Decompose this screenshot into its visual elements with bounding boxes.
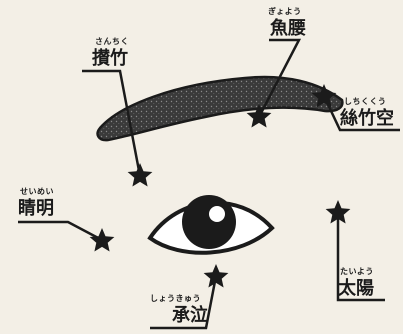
point-name-seimei: 睛明	[18, 198, 54, 219]
eye-icon	[147, 195, 275, 255]
leader-line-gyoyou	[257, 38, 302, 118]
point-name-santiku: 攅竹	[92, 48, 128, 69]
leader-line-taiyou	[336, 212, 385, 302]
leader-line-shoukyuu	[150, 275, 218, 330]
point-name-taiyou: 太陽	[338, 278, 374, 299]
star-markers	[89, 84, 351, 288]
point-reading-santiku: さんちく	[95, 37, 129, 46]
leader-line-seimei	[18, 220, 103, 242]
star-icon	[203, 264, 229, 288]
star-icon	[127, 163, 153, 187]
star-icon	[325, 200, 351, 224]
point-name-gyoyou: 魚腰	[270, 18, 306, 39]
star-icon	[89, 228, 115, 252]
point-reading-gyoyou: ぎょよう	[268, 7, 302, 16]
point-reading-shoukyuu: しょうきゅう	[150, 294, 201, 303]
point-name-shichikukuu: 絲竹空	[340, 108, 394, 129]
eyebrow-icon	[96, 75, 344, 142]
point-reading-taiyou: たいよう	[340, 267, 374, 276]
leader-line-santiku	[82, 69, 142, 177]
point-reading-shichikukuu: しちくくう	[344, 97, 387, 106]
leader-line-shichikukuu	[322, 95, 400, 132]
star-icon	[311, 84, 337, 108]
leader-lines	[18, 38, 400, 330]
point-reading-seimei: せいめい	[20, 187, 54, 196]
point-name-shoukyuu: 承泣	[172, 305, 208, 326]
star-icon	[246, 104, 272, 128]
